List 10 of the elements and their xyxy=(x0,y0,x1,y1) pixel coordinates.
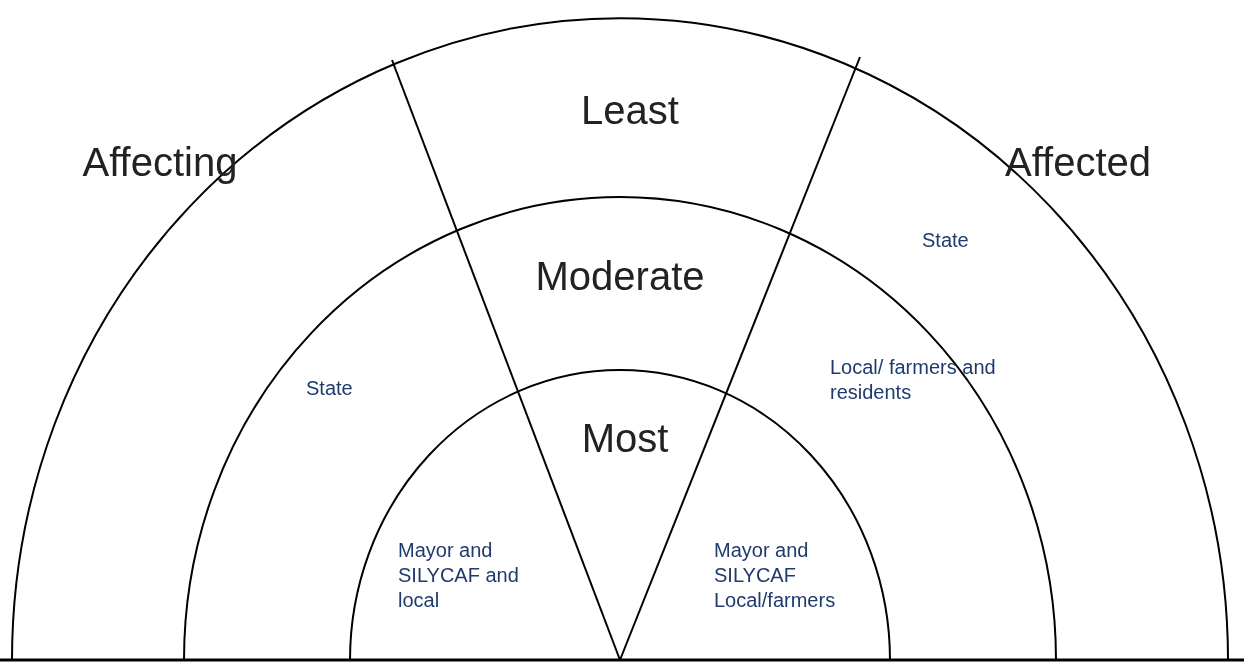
level-heading: Affecting xyxy=(82,139,238,186)
stakeholder-label: Local/ farmers and residents xyxy=(830,355,997,405)
stakeholder-label: State xyxy=(306,376,354,401)
level-heading: Most xyxy=(581,415,669,462)
level-heading: Affected xyxy=(1005,139,1151,186)
level-heading: Least xyxy=(581,87,679,134)
stakeholder-label: Mayor and SILYCAF Local/farmers xyxy=(714,538,837,613)
stakeholder-label: Mayor and SILYCAF and local xyxy=(398,538,520,613)
stakeholder-label: State xyxy=(922,228,970,253)
level-heading: Moderate xyxy=(535,253,705,300)
